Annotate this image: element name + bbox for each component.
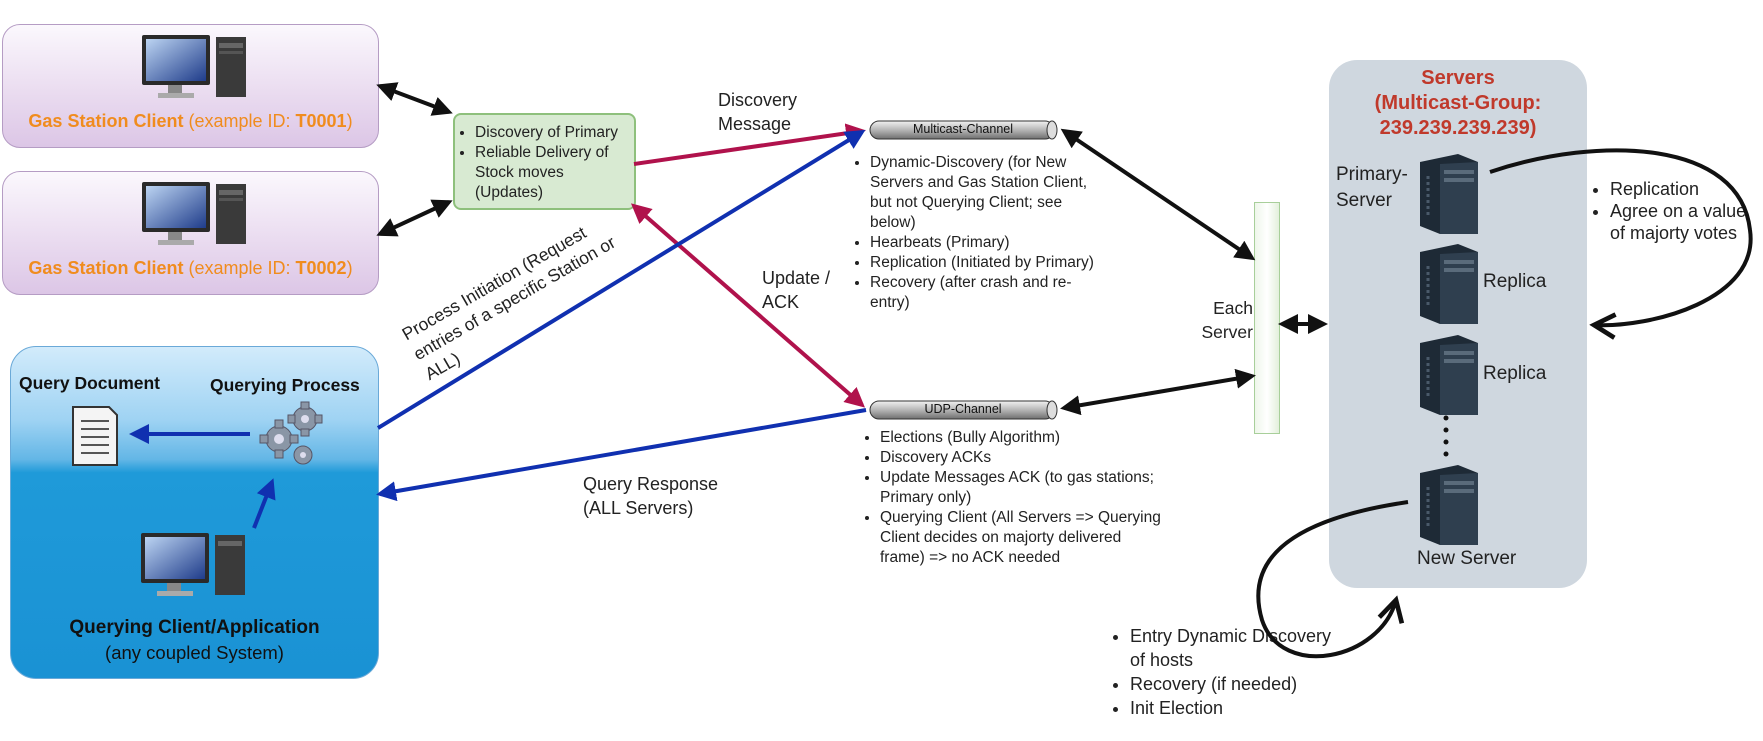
update-ack-label: Update / ACK: [762, 268, 831, 312]
udp-channel-pipe: [869, 400, 1058, 420]
querying-client-title: Querying Client/Application: [69, 617, 320, 638]
server-tower-icon: [1420, 244, 1478, 324]
udp-item: Querying Client (All Servers => Querying…: [880, 508, 1170, 568]
multicast-item: Hearbeats (Primary): [870, 233, 1110, 253]
querying-client-subtitle: (any coupled System): [105, 642, 284, 663]
multicast-channel-list: Dynamic-Discovery (for New Servers and G…: [852, 153, 1110, 313]
replica-1-label: Replica: [1483, 271, 1547, 292]
gas-client-id-prefix: (example ID:: [188, 111, 296, 131]
udp-channel-list: Elections (Bully Algorithm) Discovery AC…: [862, 428, 1170, 568]
primary-discovery-box: Discovery of Primary Reliable Delivery o…: [453, 113, 636, 210]
gas-client-id-suffix: ): [346, 258, 353, 278]
udp-item: Discovery ACKs: [880, 448, 1170, 468]
query-response-label: Query Response (ALL Servers): [583, 474, 719, 518]
querying-process-label: Querying Process: [210, 375, 360, 395]
ellipsis-dots-icon: [1443, 415, 1449, 457]
server-tower-icon: [1420, 465, 1478, 545]
primary-box-item: Reliable Delivery of Stock moves (Update…: [475, 143, 633, 203]
servers-title: Servers: [1421, 67, 1495, 89]
udp-item: Update Messages ACK (to gas stations; Pr…: [880, 468, 1170, 508]
multicast-item: Replication (Initiated by Primary): [870, 253, 1110, 273]
gas-client-id: T0002: [295, 258, 347, 278]
new-server-note: Entry Dynamic Discovery of hosts: [1130, 624, 1342, 672]
querying-client-box: Query Document Querying Process: [10, 346, 379, 679]
multicast-item: Recovery (after crash and re-entry): [870, 273, 1110, 313]
document-icon: [72, 406, 118, 466]
gas-station-client-2: Gas Station Client (example ID: T0002): [2, 171, 379, 295]
primary-box-item: Discovery of Primary: [475, 123, 633, 143]
desktop-computer-icon: [142, 182, 246, 245]
new-server-note: Init Election: [1130, 696, 1342, 720]
servers-group-address: 239.239.239.239): [1379, 117, 1537, 139]
server-tower-icon: [1420, 335, 1478, 415]
new-server-notes: Entry Dynamic Discovery of hosts Recover…: [1112, 624, 1342, 720]
udp-channel-label: UDP-Channel: [924, 402, 1002, 416]
gas-client-name: Gas Station Client: [28, 258, 184, 278]
udp-item: Elections (Bully Algorithm): [880, 428, 1170, 448]
gas-client-id-suffix: ): [346, 111, 353, 131]
multicast-channel-pipe: [869, 120, 1058, 140]
gas-client-name: Gas Station Client: [28, 111, 184, 131]
gas-client-id-prefix: (example ID:: [188, 258, 296, 278]
desktop-computer-icon: [141, 533, 245, 596]
each-server-bar: [1254, 202, 1280, 434]
discovery-message-label: Discovery Message: [718, 90, 798, 134]
gas-station-client-1: Gas Station Client (example ID: T0001): [2, 24, 379, 148]
replication-note: Replication: [1610, 178, 1762, 200]
each-server-label: Each Server: [1201, 298, 1253, 342]
replica-2-label: Replica: [1483, 363, 1547, 384]
server-tower-icon: [1420, 154, 1478, 234]
query-document-label: Query Document: [19, 373, 160, 393]
new-server-label: New Server: [1417, 548, 1517, 569]
gas-client-id: T0001: [295, 111, 347, 131]
desktop-computer-icon: [142, 35, 246, 98]
replication-notes: Replication Agree on a value of majorty …: [1592, 178, 1762, 244]
multicast-channel-label: Multicast-Channel: [912, 122, 1014, 136]
gears-icon: [259, 401, 323, 465]
multicast-item: Dynamic-Discovery (for New Servers and G…: [870, 153, 1110, 233]
primary-server-label: Primary-Server: [1336, 164, 1408, 211]
replication-note: Agree on a value of majorty votes: [1610, 200, 1762, 244]
new-server-note: Recovery (if needed): [1130, 672, 1342, 696]
servers-group-label: (Multicast-Group:: [1374, 92, 1542, 114]
